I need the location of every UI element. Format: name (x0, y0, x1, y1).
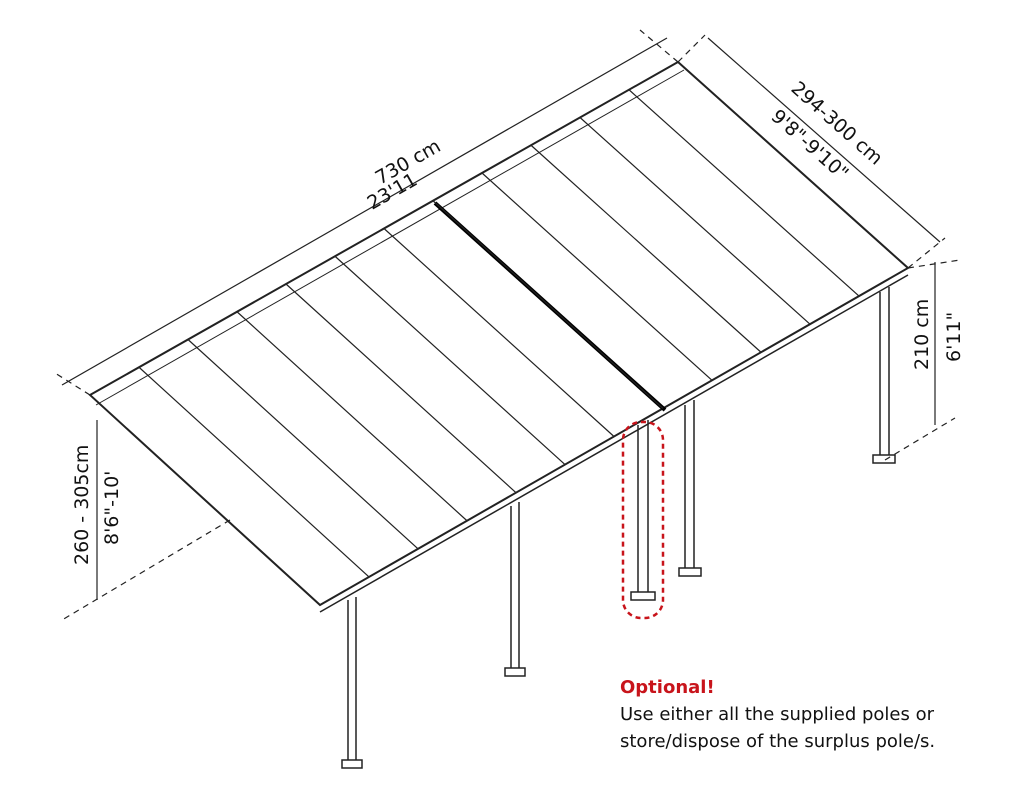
panel-seam (481, 172, 713, 381)
panel-seam (628, 89, 860, 297)
back-height-ft-label: 8'6"-10' (101, 471, 123, 545)
front-height-ft-label: 6'11" (943, 312, 965, 362)
roof-front-beam (319, 274, 909, 613)
optional-pole-highlight (621, 420, 665, 620)
panel-seam (530, 144, 762, 353)
optional-pole (630, 420, 656, 601)
pole (504, 502, 526, 677)
back-height-cm-label: 260 - 305cm (71, 445, 93, 565)
length-dimension-line (61, 37, 668, 386)
note-line: Use either all the supplied poles or (620, 704, 934, 725)
extension-lines (54, 29, 961, 621)
pole (678, 400, 702, 577)
pole (872, 287, 896, 464)
panel-seam (138, 366, 370, 578)
front-height-cm-label: 210 cm (911, 299, 933, 370)
roof-panels (138, 89, 860, 578)
panel-seam (334, 255, 566, 466)
pole (341, 597, 363, 769)
note-line: store/dispose of the surplus pole/s. (620, 731, 936, 752)
panel-seam (383, 228, 615, 437)
panel-seam (187, 339, 419, 550)
panel-seam (236, 311, 468, 522)
roof-back-beam (95, 69, 685, 406)
roof-outline (88, 60, 910, 607)
panel-seam (432, 200, 664, 409)
panel-seam (579, 117, 811, 325)
poles (341, 287, 896, 769)
note-title: Optional! (620, 677, 715, 698)
optional-note: Optional! Use either all the supplied po… (620, 674, 935, 755)
panel-seam (285, 283, 517, 494)
width-dimension-line (707, 37, 941, 243)
